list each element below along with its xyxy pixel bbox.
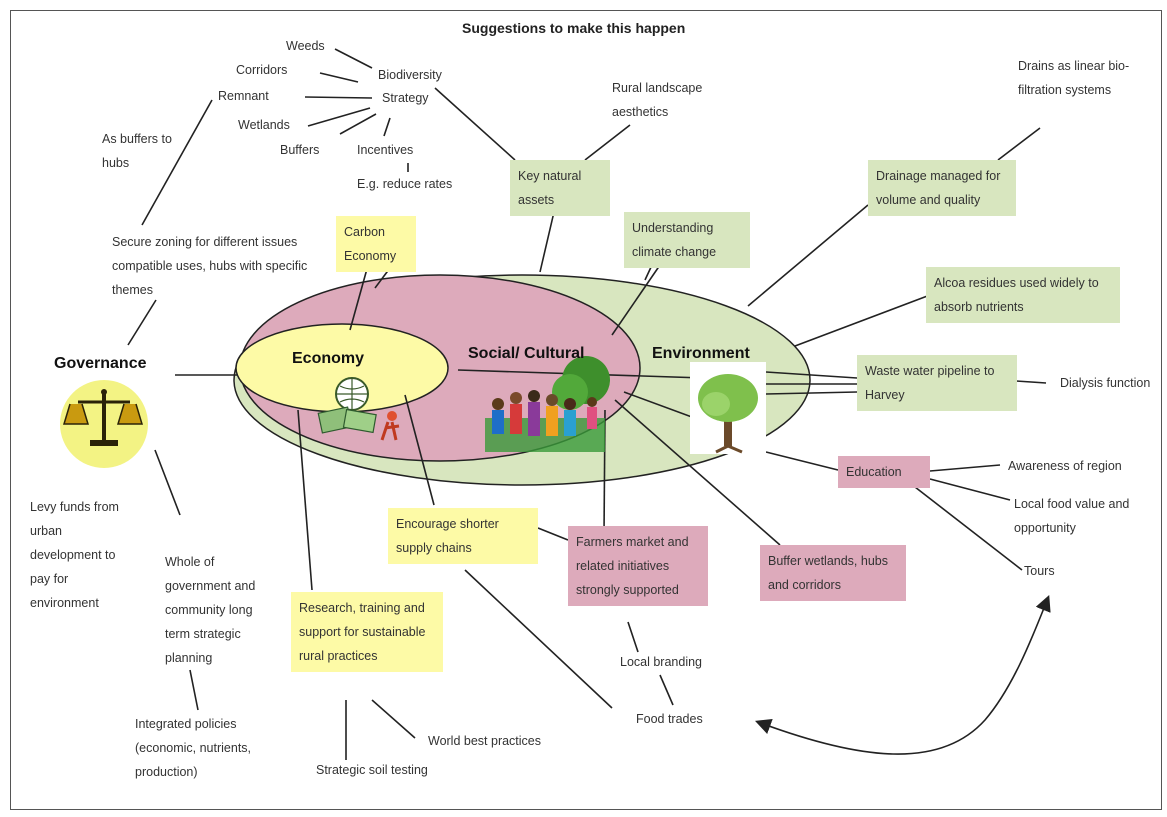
alcoa-residues-box: Alcoa residues used widely to absorb nut… [926, 267, 1120, 323]
whole-of-government-note: Whole of government and community long t… [165, 555, 256, 665]
world-best-practices-note: World best practices [428, 734, 542, 748]
diagram-title: Suggestions to make this happen [462, 20, 686, 36]
biodiversity-strategy-label-2: Strategy [382, 91, 429, 105]
integrated-policies-note: Integrated policies (economic, nutrients… [135, 717, 252, 779]
drains-note: Drains as linear bio-filtration systems [1018, 59, 1130, 97]
biodiversity-strategy-label-1: Biodiversity [378, 68, 442, 82]
farmers-market-box: Farmers market and related initiatives s… [568, 526, 708, 606]
environment-heading: Environment [652, 345, 750, 362]
remnant-label: Remnant [218, 89, 269, 103]
weeds-label: Weeds [286, 39, 325, 53]
incentives-label: Incentives [357, 143, 414, 157]
diagram-frame [10, 10, 1162, 810]
people-group-icon [485, 356, 610, 452]
tours-note: Tours [1024, 564, 1055, 578]
dialysis-note: Dialysis function [1060, 376, 1151, 390]
connector-lines [127, 48, 1051, 760]
reduce-rates-label: E.g. reduce rates [357, 177, 453, 191]
secure-zoning-note: Secure zoning for different issues compa… [112, 235, 308, 297]
buffer-wetlands-box: Buffer wetlands, hubs and corridors [760, 545, 906, 601]
key-natural-assets-box: Key natural assets [510, 160, 610, 216]
rural-aesthetics-note: Rural landscape aesthetics [612, 81, 703, 119]
governance-heading: Governance [54, 355, 147, 372]
soil-testing-note: Strategic soil testing [316, 763, 428, 777]
supply-chains-box: Encourage shorter supply chains [388, 508, 538, 564]
scales-icon [60, 380, 148, 468]
economy-heading: Economy [292, 350, 365, 367]
corridors-label: Corridors [236, 63, 288, 77]
food-trades-note: Food trades [636, 712, 703, 726]
climate-change-box: Understanding climate change [624, 212, 750, 268]
tree-icon [690, 362, 766, 454]
levy-funds-note: Levy funds from urban development to pay… [30, 500, 119, 610]
carbon-economy-box: Carbon Economy [336, 216, 416, 272]
buffers-label: Buffers [280, 143, 320, 157]
research-training-box: Research, training and support for susta… [291, 592, 443, 672]
social-cultural-heading: Social/ Cultural [468, 345, 585, 362]
awareness-note: Awareness of region [1008, 459, 1122, 473]
waste-water-box: Waste water pipeline to Harvey [857, 355, 1017, 411]
globe-money-icon [317, 377, 400, 441]
wetlands-label: Wetlands [238, 118, 290, 132]
drainage-box: Drainage managed for volume and quality [868, 160, 1016, 216]
local-food-note: Local food value and opportunity [1014, 497, 1130, 535]
as-buffers-note: As buffers to hubs [102, 132, 172, 170]
local-branding-note: Local branding [620, 655, 703, 669]
education-box: Education [838, 456, 930, 488]
